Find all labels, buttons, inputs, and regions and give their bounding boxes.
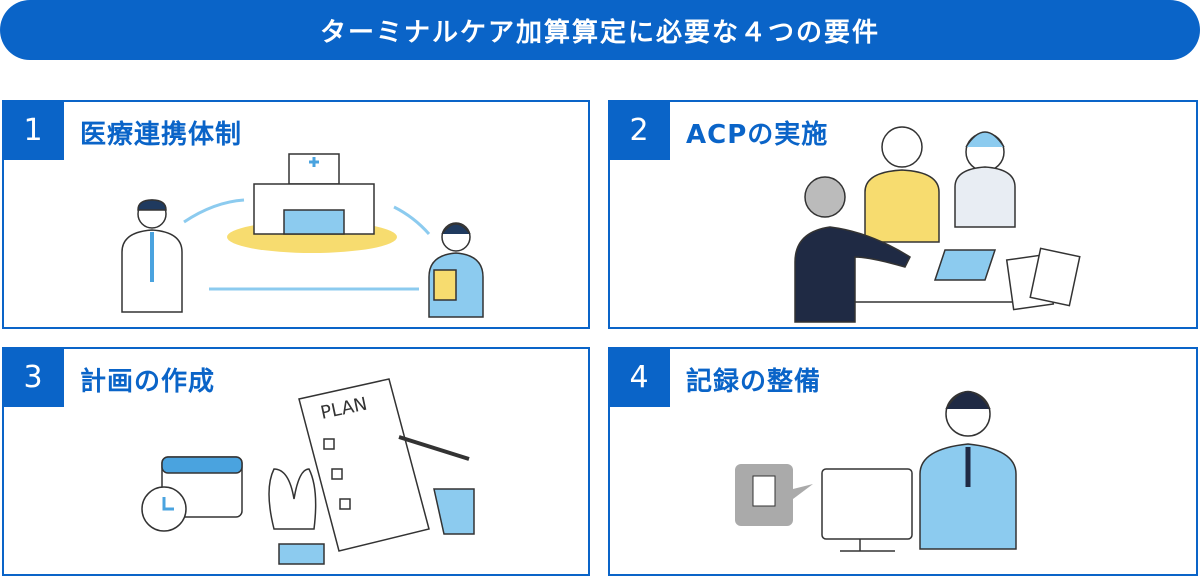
card-number-badge: 4 (610, 349, 670, 407)
requirement-card-record-keeping: 4 記録の整備 (608, 347, 1198, 576)
documents-icon (1005, 247, 1081, 311)
requirement-card-plan-creation: 3 計画の作成 PLAN (2, 347, 590, 576)
hand-icon (268, 468, 325, 565)
laptop-icon (933, 249, 997, 281)
requirement-card-medical-cooperation: 1 医療連携体制 (2, 100, 590, 329)
elderly-woman-icon (954, 131, 1016, 228)
card-title: ACPの実施 (686, 120, 829, 150)
staff-member-icon (794, 176, 911, 323)
plan-creation-illustration: PLAN (141, 378, 475, 565)
card-number-badge: 1 (4, 102, 64, 160)
page-title-banner: ターミナルケア加算算定に必要な４つの要件 (0, 0, 1200, 60)
card-number-badge: 3 (4, 349, 64, 407)
doctor-icon (121, 199, 183, 313)
computer-monitor-icon (821, 468, 913, 552)
office-worker-icon (919, 390, 1017, 550)
clock-icon (141, 486, 187, 532)
record-keeping-illustration (735, 390, 1017, 552)
elderly-man-icon (864, 126, 940, 243)
document-bubble-icon (735, 464, 813, 526)
requirement-card-acp: 2 ACPの実施 (608, 100, 1198, 329)
card-title: 計画の作成 (80, 367, 216, 397)
hospital-icon (253, 153, 375, 235)
card-title: 医療連携体制 (80, 120, 243, 150)
acp-meeting-illustration (794, 126, 1081, 323)
page-title: ターミナルケア加算算定に必要な４つの要件 (319, 17, 880, 48)
medical-cooperation-illustration (121, 153, 484, 318)
card-number-badge: 2 (610, 102, 670, 160)
pen-icon (398, 435, 470, 461)
nurse-icon (428, 222, 484, 318)
plan-sheet-icon: PLAN (298, 378, 430, 552)
card-title: 記録の整備 (686, 367, 822, 397)
